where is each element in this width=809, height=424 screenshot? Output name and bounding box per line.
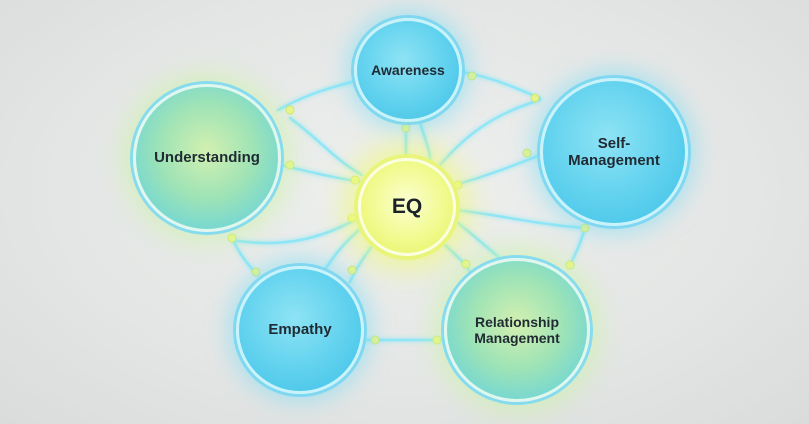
link-dot (227, 233, 237, 243)
link-eq-self-management (453, 153, 542, 187)
link-dot (350, 175, 360, 185)
empathy-label: Empathy (268, 321, 332, 339)
relationship-management-node: Relationship Management (444, 258, 590, 402)
link-eq-self-management-c (454, 208, 587, 230)
self-management-node: Self- Management (540, 78, 688, 226)
link-dot (370, 335, 380, 345)
link-dot (251, 267, 261, 277)
link-awareness-understanding (276, 80, 354, 112)
self-management-label-line2: Management (568, 152, 660, 169)
link-eq-self-management-b (438, 98, 542, 167)
link-dot (285, 160, 295, 170)
link-dot (453, 180, 463, 190)
link-dot (530, 93, 540, 103)
link-understanding-eq-b (288, 116, 364, 177)
eq-center-node: EQ (358, 158, 456, 256)
relationship-management-label: Relationship Management (474, 314, 560, 346)
link-dot (565, 260, 575, 270)
awareness-label: Awareness (371, 61, 445, 78)
link-dot (401, 123, 411, 133)
link-dot (580, 223, 590, 233)
understanding-node: Understanding (133, 84, 281, 232)
link-dot (522, 148, 532, 158)
eq-label: EQ (391, 194, 423, 218)
relationship-management-label-line1: Relationship (474, 313, 559, 330)
self-management-label: Self- Management (568, 135, 660, 170)
link-eq-relationship (438, 238, 472, 274)
link-awareness-eq-b (418, 120, 432, 162)
link-dot (467, 71, 477, 81)
link-dot (347, 213, 357, 223)
link-eq-empathy-b (348, 236, 380, 284)
understanding-label: Understanding (154, 149, 260, 167)
link-dot (432, 335, 442, 345)
link-understanding-eq-c (230, 216, 360, 245)
relationship-management-label-line2: Management (474, 330, 560, 346)
self-management-label-line1: Self- (597, 134, 631, 152)
link-dot (347, 265, 357, 275)
link-dot (461, 259, 471, 269)
link-eq-relationship-b (452, 218, 507, 264)
link-self-management-relationship (568, 226, 587, 267)
link-dot (285, 105, 295, 115)
awareness-node: Awareness (354, 18, 462, 122)
empathy-node: Empathy (236, 266, 364, 394)
